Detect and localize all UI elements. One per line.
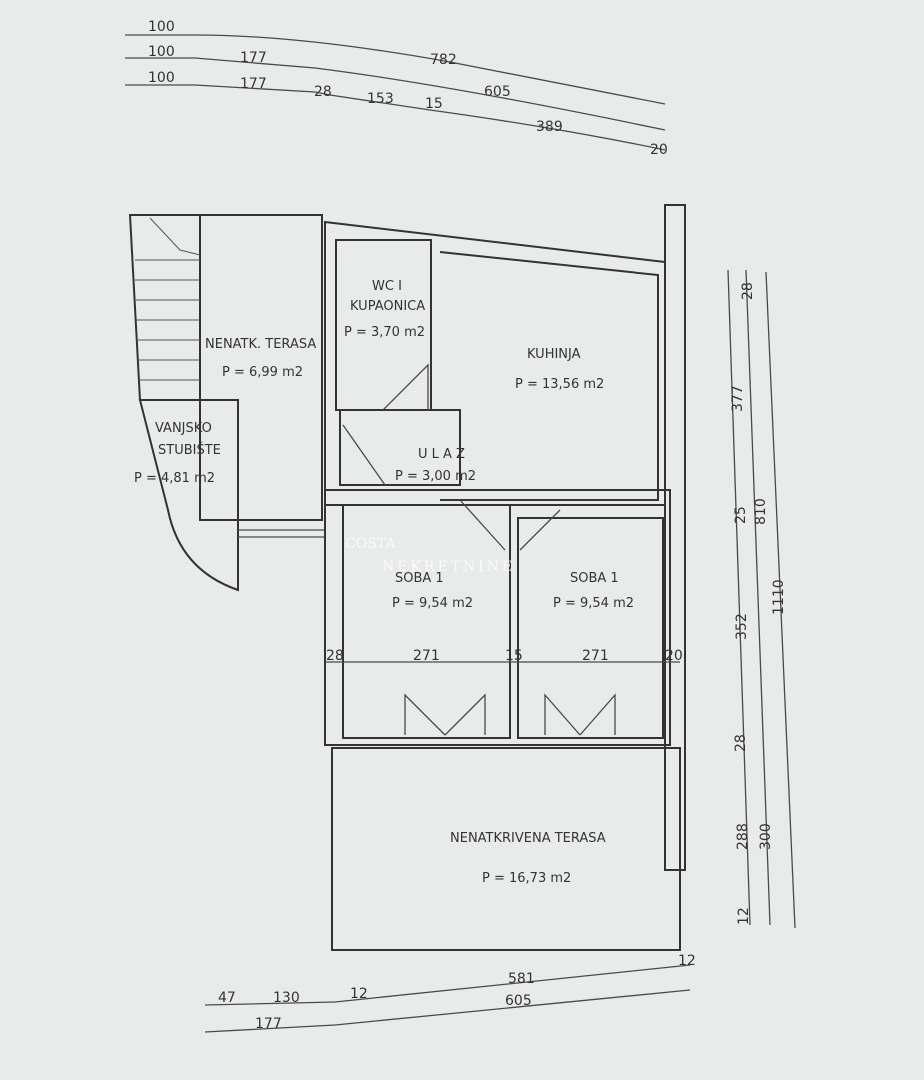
dim-label: 130: [273, 990, 300, 1006]
dim-label: 12: [350, 986, 368, 1002]
room-name: STUBIŠTE: [158, 442, 221, 458]
room-area: P = 9,54 m2: [392, 596, 473, 611]
room-name: WC I: [372, 279, 402, 294]
room-area: P = 3,70 m2: [344, 325, 425, 340]
house-outline: [324, 204, 686, 951]
dim-label: 12: [678, 953, 696, 969]
dim-label: 300: [758, 823, 774, 850]
dim-label: 47: [218, 990, 236, 1006]
right-dimensions: 28 377 25 352 28 288 12 810 300 1110: [727, 269, 796, 929]
room-name: SOBA 1: [570, 571, 619, 586]
dim-label: 28: [314, 84, 332, 100]
dim-label: 581: [508, 971, 535, 987]
dim-label: 810: [753, 498, 769, 525]
dim-label: 28: [740, 282, 756, 300]
dim-label: 100: [148, 19, 175, 35]
dim-label: 12: [736, 907, 752, 925]
dim-label: 15: [505, 648, 523, 664]
dim-label: 288: [735, 823, 751, 850]
room-name: SOBA 1: [395, 571, 444, 586]
bottom-dimensions: 47 130 12 581 12 177 605: [204, 953, 696, 1033]
room-name: VANJSKO: [155, 421, 212, 436]
room-area: P = 16,73 m2: [482, 871, 571, 886]
dim-label: 782: [430, 52, 457, 68]
dim-label: 389: [536, 119, 563, 135]
dim-label: 177: [240, 76, 267, 92]
interior-dimensions: 28 271 15 271 20: [325, 648, 683, 664]
room-name: U L A Z: [418, 447, 465, 462]
room-name: KUHINJA: [527, 347, 581, 362]
dim-label: 605: [505, 993, 532, 1009]
room-name: NENATKRIVENA TERASA: [450, 831, 606, 846]
watermark-sub: NEKRETNINE: [382, 559, 515, 575]
dim-label: 271: [413, 648, 440, 664]
dim-label: 20: [650, 142, 668, 158]
dim-label: 177: [240, 50, 267, 66]
watermark: COSTA NEKRETNINE: [345, 536, 515, 575]
dim-label: 271: [582, 648, 609, 664]
room-name: KUPAONICA: [350, 299, 425, 314]
dim-label: 28: [733, 734, 749, 752]
room-area: P = 4,81 m2: [134, 471, 215, 486]
dim-label: 1110: [771, 579, 787, 615]
room-area: P = 13,56 m2: [515, 377, 604, 392]
watermark-brand: COSTA: [345, 536, 396, 552]
dim-label: 20: [665, 648, 683, 664]
dim-label: 352: [734, 613, 750, 640]
dim-label: 377: [730, 385, 746, 412]
dim-label: 177: [255, 1016, 282, 1032]
room-area: P = 3,00 m2: [395, 469, 476, 484]
room-area: P = 9,54 m2: [553, 596, 634, 611]
dim-label: 25: [733, 506, 749, 524]
dim-label: 153: [367, 91, 394, 107]
stairs-area: [128, 214, 325, 592]
dim-label: 100: [148, 44, 175, 60]
dim-label: 100: [148, 70, 175, 86]
dim-label: 28: [326, 648, 344, 664]
dim-label: 15: [425, 96, 443, 112]
room-labels: NENATK. TERASA P = 6,99 m2 VANJSKO STUBI…: [134, 279, 634, 886]
top-dimensions: 100 782 100 177 605 100 177 28 153 15 38…: [125, 19, 668, 158]
dim-label: 605: [484, 84, 511, 100]
room-area: P = 6,99 m2: [222, 365, 303, 380]
room-name: NENATK. TERASA: [205, 337, 316, 352]
